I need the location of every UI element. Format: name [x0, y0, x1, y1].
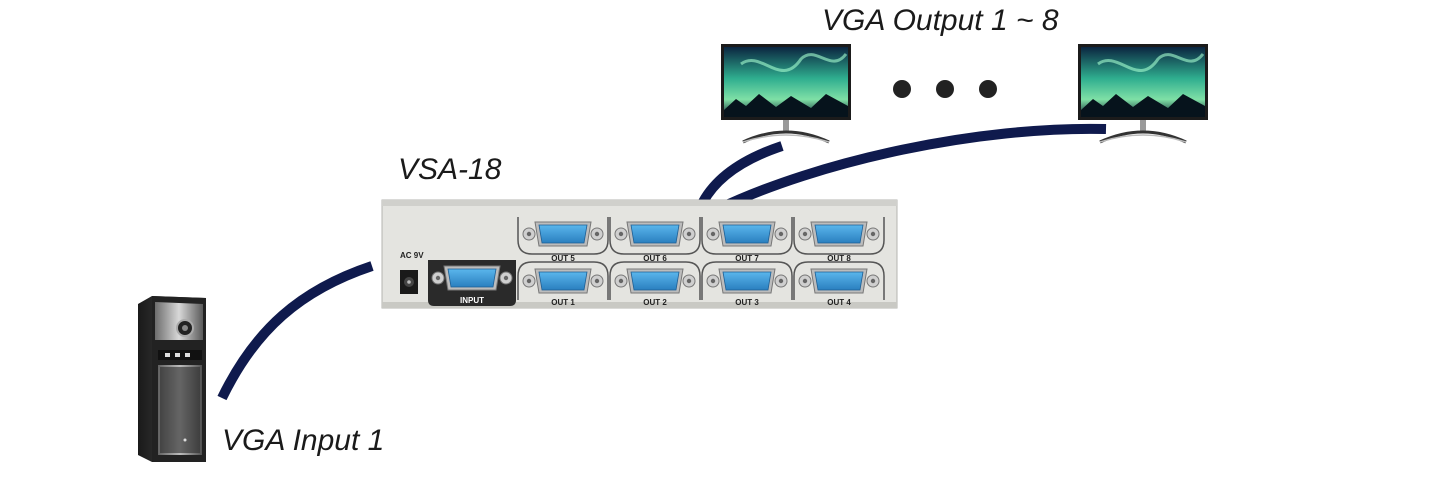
input-cable — [217, 261, 374, 401]
pc-tower-icon — [138, 296, 206, 462]
power-jack-icon — [400, 270, 418, 294]
out-5-label: OUT 5 — [551, 254, 575, 263]
out-8-label: OUT 8 — [827, 254, 851, 263]
monitor-1-icon — [719, 42, 853, 144]
power-label: AC 9V — [400, 251, 424, 260]
out-4-label: OUT 4 — [827, 298, 851, 307]
vga-splitter: AC 9V INPUT OUT 5 OUT 6 OUT 7 OUT 8 — [381, 199, 898, 309]
out-6-label: OUT 6 — [643, 254, 667, 263]
input-label: VGA Input 1 — [222, 424, 385, 457]
output-cable-8 — [713, 123, 1107, 215]
input-port-label: INPUT — [460, 296, 484, 305]
more-dots-icon — [893, 80, 997, 98]
out-7-label: OUT 7 — [735, 254, 759, 263]
out-3-label: OUT 3 — [735, 298, 759, 307]
out-1-label: OUT 1 — [551, 298, 575, 307]
output-cable-1 — [698, 141, 784, 205]
output-label: VGA Output 1 ~ 8 — [822, 4, 1059, 37]
model-label: VSA-18 — [398, 153, 502, 186]
out-2-label: OUT 2 — [643, 298, 667, 307]
